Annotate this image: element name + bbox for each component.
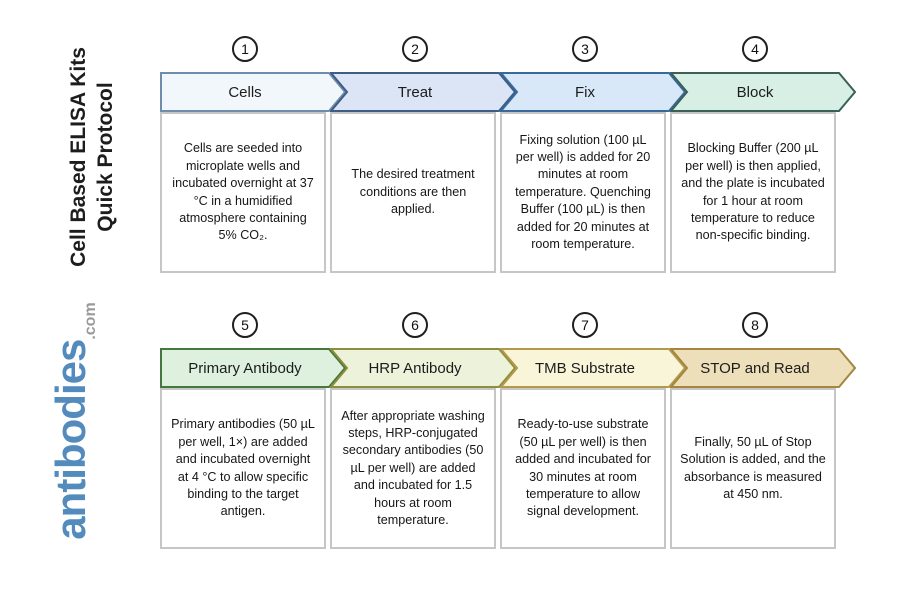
title-line-2: Quick Protocol (94, 82, 117, 232)
step-description: After appropriate washing steps, HRP-con… (341, 408, 485, 527)
step-number-badge: 4 (742, 36, 768, 62)
step-arrow-fix: Fix (500, 72, 686, 112)
step-arrow-stop-and-read: STOP and Read (670, 348, 856, 388)
step-label: Fix (575, 83, 595, 101)
arrow-shape-svg (500, 72, 686, 112)
step-description: Cells are seeded into microplate wells a… (172, 141, 314, 243)
step-number-badge: 6 (402, 312, 428, 338)
step-description-box: Blocking Buffer (200 µL per well) is the… (670, 112, 836, 273)
step-arrow-primary-antibody: Primary Antibody (160, 348, 346, 388)
step-description-box: Fixing solution (100 µL per well) is add… (500, 112, 666, 273)
step-description: Fixing solution (100 µL per well) is add… (515, 132, 651, 251)
step-description: Ready-to-use substrate (50 µL per well) … (515, 417, 651, 519)
brand-logo: antibodies .com (47, 276, 136, 566)
step-description-box: The desired treatment conditions are the… (330, 112, 496, 273)
arrow-shape-svg (330, 348, 516, 388)
step-description-box: Ready-to-use substrate (50 µL per well) … (500, 388, 666, 549)
arrow-shape-svg (670, 348, 856, 388)
arrow-shape-svg (500, 348, 686, 388)
protocol-flow: 1 2 3 4 Cells Treat Fix Block (160, 0, 890, 594)
step-label: Primary Antibody (188, 359, 302, 377)
step-label: STOP and Read (700, 359, 810, 377)
sidebar-title: Cell Based ELISA Kits Quick Protocol (60, 38, 124, 276)
step-description-box: Finally, 50 µL of Stop Solution is added… (670, 388, 836, 549)
step-arrow-tmb-substrate: TMB Substrate (500, 348, 686, 388)
step-number-badge: 2 (402, 36, 428, 62)
step-label: Block (736, 83, 774, 101)
step-description-box: Cells are seeded into microplate wells a… (160, 112, 326, 273)
arrow-shape-svg (160, 72, 346, 112)
step-description: Primary antibodies (50 µL per well, 1×) … (171, 417, 315, 519)
step-arrow-treat: Treat (330, 72, 516, 112)
brand-logo-word: antibodies (47, 339, 94, 540)
arrow-shape-svg (670, 72, 856, 112)
step-number-badge: 3 (572, 36, 598, 62)
step-label: HRP Antibody (368, 359, 462, 377)
step-number-badge: 7 (572, 312, 598, 338)
step-number-badge: 1 (232, 36, 258, 62)
step-number-badge: 5 (232, 312, 258, 338)
step-description-box: After appropriate washing steps, HRP-con… (330, 388, 496, 549)
step-label: Treat (397, 83, 433, 101)
step-label: TMB Substrate (534, 359, 636, 377)
step-arrow-cells: Cells (160, 72, 346, 112)
title-line-1: Cell Based ELISA Kits (67, 47, 90, 267)
brand-logo-tld: .com (82, 302, 99, 340)
step-arrow-block: Block (670, 72, 856, 112)
arrow-shape-svg (330, 72, 516, 112)
step-description-box: Primary antibodies (50 µL per well, 1×) … (160, 388, 326, 549)
step-arrow-hrp-antibody: HRP Antibody (330, 348, 516, 388)
step-description: The desired treatment conditions are the… (351, 167, 475, 217)
arrow-shape-svg (160, 348, 346, 388)
step-description: Blocking Buffer (200 µL per well) is the… (681, 141, 825, 243)
step-label: Cells (228, 83, 262, 101)
step-number-badge: 8 (742, 312, 768, 338)
step-description: Finally, 50 µL of Stop Solution is added… (680, 434, 826, 501)
